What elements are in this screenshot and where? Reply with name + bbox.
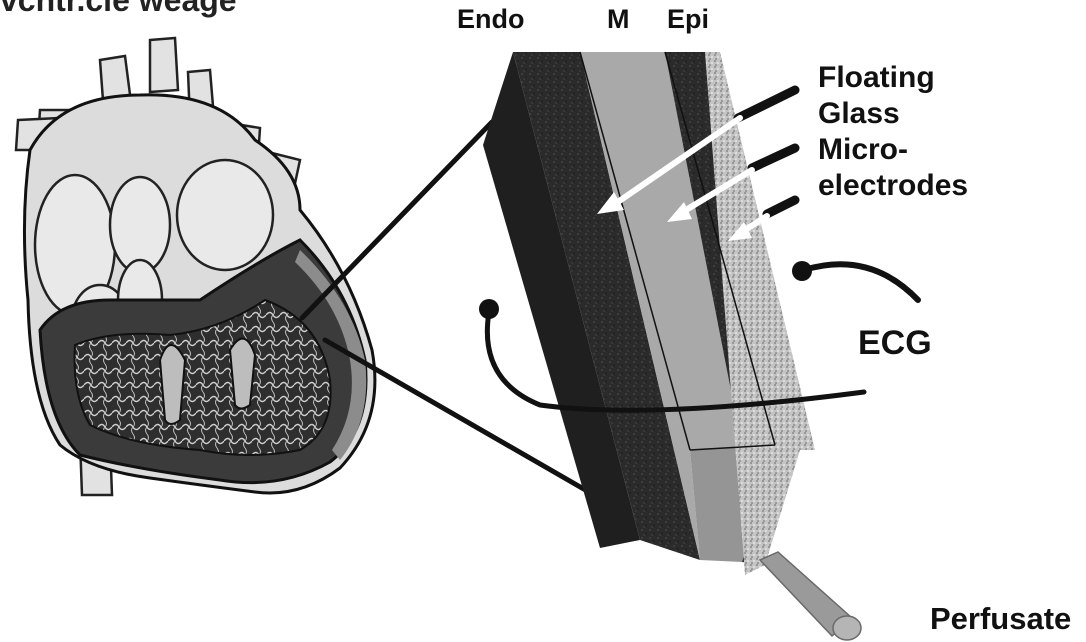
electrode-label: Floating Glass Micro- electrodes: [818, 60, 968, 204]
ecg-electrode-epi-side: [792, 261, 918, 300]
electrode-label-line-4: electrodes: [818, 168, 968, 204]
perfusion-cannula: [760, 552, 861, 640]
heart-illustration: [16, 38, 375, 495]
electrode-label-line-2: Glass: [818, 96, 968, 132]
label-endo: Endo: [457, 6, 525, 33]
tissue-wedge: [483, 52, 815, 575]
label-m: M: [607, 6, 630, 33]
label-epi: Epi: [667, 6, 709, 33]
electrode-label-line-3: Micro-: [818, 132, 968, 168]
electrode-label-line-1: Floating: [818, 60, 968, 96]
label-perfusate: Perfusate: [930, 603, 1071, 634]
label-ecg: ECG: [858, 326, 932, 360]
